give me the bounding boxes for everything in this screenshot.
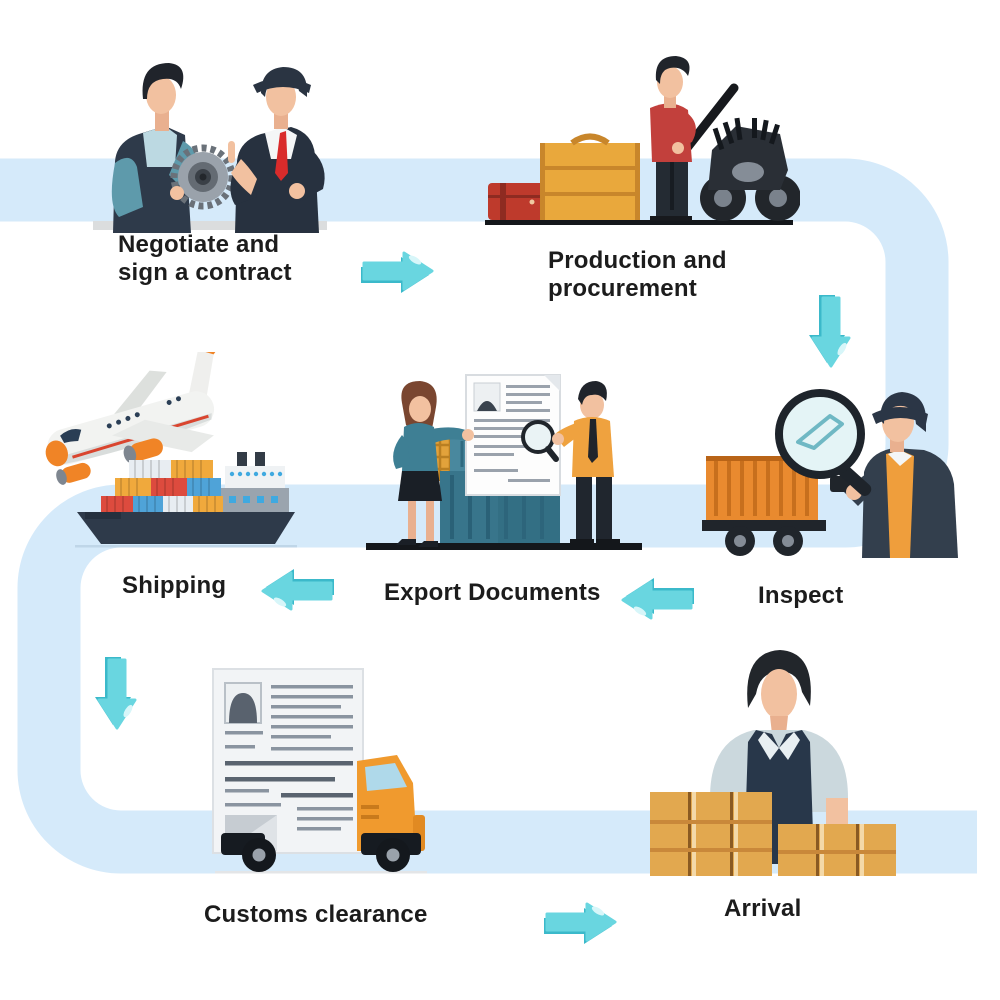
ground-line <box>366 543 642 550</box>
airplane-and-cargo-ship-illustration <box>45 352 297 548</box>
delivery-truck-icon <box>221 755 425 872</box>
people-reviewing-document-illustration <box>366 374 642 550</box>
cargo-container-icon <box>702 456 826 556</box>
step-label-customs: Customs clearance <box>204 901 428 928</box>
businessmen-negotiating-illustration <box>93 63 327 233</box>
step-label-arrival: Arrival <box>724 895 802 922</box>
jet-engine-icon <box>56 462 91 485</box>
businesswoman <box>393 381 474 547</box>
waterline <box>75 545 297 548</box>
arrow-right-icon <box>542 902 617 945</box>
cargo-ship-icon <box>75 452 297 548</box>
inspector-person <box>830 392 958 558</box>
cardboard-boxes-icon <box>650 792 896 876</box>
arrow-down-icon <box>808 293 851 368</box>
magnifier-icon <box>775 389 872 496</box>
businessman-left <box>111 63 236 233</box>
inspection-document-icon <box>465 374 561 496</box>
inspector-magnifier-container-illustration <box>702 389 958 558</box>
step-label-inspect: Inspect <box>758 582 844 609</box>
step-label-export-documents: Export Documents <box>384 579 601 606</box>
machine-part-icon <box>170 144 236 210</box>
orange-crate-icon <box>540 133 640 220</box>
worker-with-crates-and-engine-illustration <box>485 56 800 225</box>
businessman-right <box>228 67 325 233</box>
ship-superstructure <box>221 452 289 512</box>
customs-document-icon <box>212 668 364 854</box>
man-with-stacked-boxes-illustration <box>650 650 896 876</box>
arrow-down-icon <box>94 655 137 730</box>
step-label-shipping: Shipping <box>122 572 227 599</box>
ground-line <box>215 871 427 874</box>
customs-document-truck-illustration <box>212 668 427 874</box>
arrow-left-icon <box>621 577 696 620</box>
jet-engine-icon <box>123 438 163 464</box>
ground-line <box>485 220 793 225</box>
engine-assembly-icon <box>700 117 800 221</box>
pointing-finger <box>228 141 235 163</box>
factory-worker <box>650 56 739 221</box>
arrow-left-icon <box>261 568 336 611</box>
ground-shadow <box>93 221 327 230</box>
step-label-negotiate: Negotiate and sign a contract <box>118 231 292 287</box>
ship-hull <box>77 512 295 544</box>
arrow-right-icon <box>359 251 434 294</box>
container-stack <box>101 460 223 514</box>
step-label-production: Production and procurement <box>548 247 727 303</box>
airplane-icon <box>45 352 220 485</box>
businessman-orange <box>552 381 620 545</box>
